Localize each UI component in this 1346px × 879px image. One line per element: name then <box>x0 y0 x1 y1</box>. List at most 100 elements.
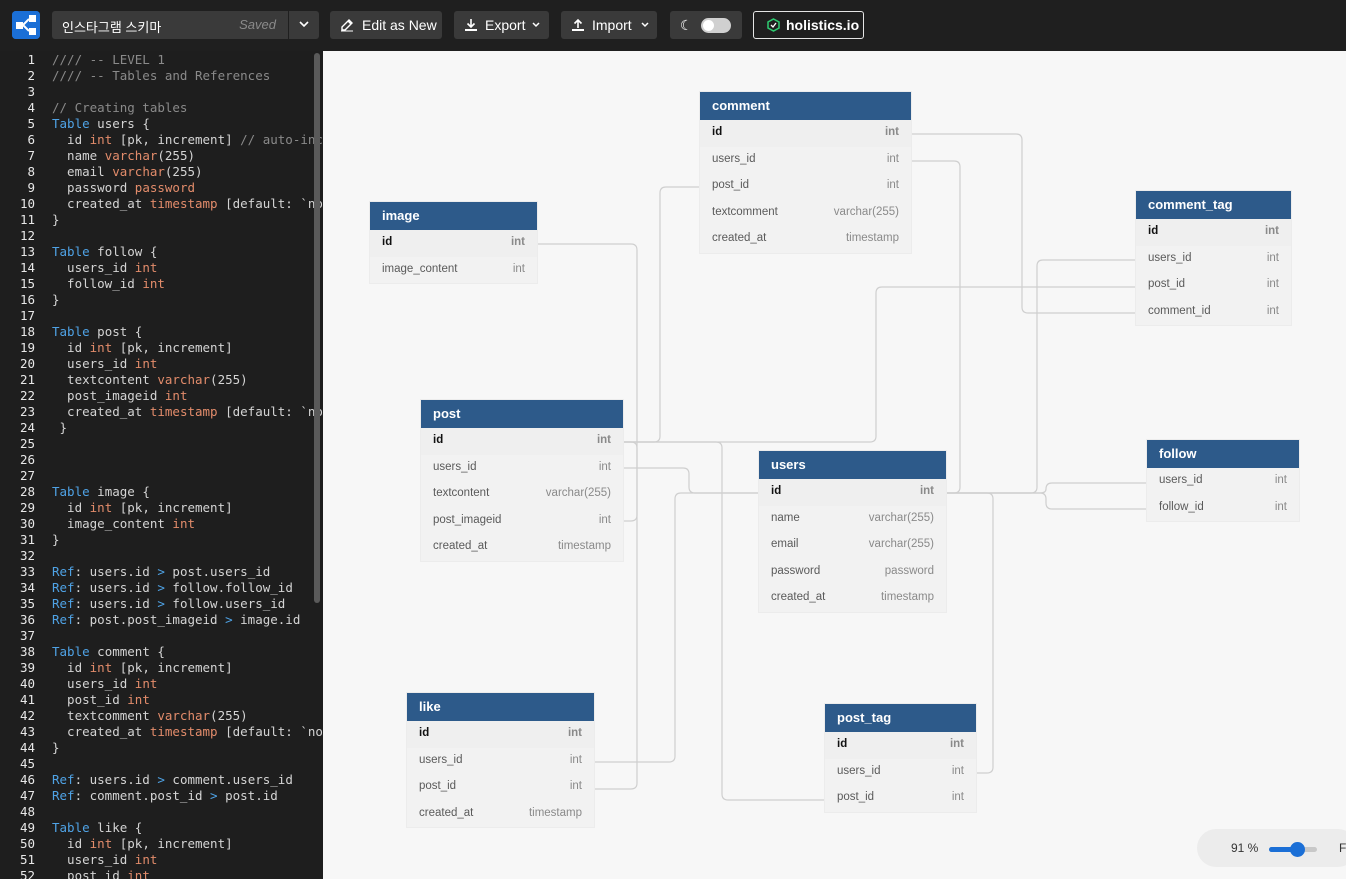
table-header[interactable]: follow <box>1147 440 1299 468</box>
line-number: 1 <box>27 52 35 67</box>
field-type: int <box>1264 225 1279 237</box>
line-number: 37 <box>19 628 35 643</box>
dark-mode-toggle[interactable]: ☾ <box>670 11 742 39</box>
field-type: int <box>884 126 899 138</box>
table-header[interactable]: comment <box>700 92 911 120</box>
dbdiagram-logo-icon[interactable] <box>12 11 40 39</box>
code-token: follow_id <box>52 276 143 291</box>
dark-mode-switch[interactable] <box>701 18 731 33</box>
line-number: 23 <box>19 404 35 419</box>
code-token: id <box>52 340 90 355</box>
line-number: 34 <box>19 580 35 595</box>
line-number: 48 <box>19 804 35 819</box>
holistics-link[interactable]: holistics.io <box>753 11 864 39</box>
table-header[interactable]: image <box>370 202 537 230</box>
code-token: Ref <box>52 564 75 579</box>
field-name: id <box>771 485 782 497</box>
zoom-slider-thumb[interactable] <box>1290 842 1305 857</box>
field-type: int <box>1274 474 1287 486</box>
code-token: //// -- LEVEL 1 <box>52 52 165 67</box>
code-token: password <box>134 180 196 195</box>
line-number: 43 <box>19 724 35 739</box>
diagram-title: 인스타그램 스키마 <box>62 20 162 35</box>
code-token: : users.id <box>74 580 158 595</box>
save-status: Saved <box>239 17 276 32</box>
table-header[interactable]: like <box>407 693 594 721</box>
code-text: } <box>52 212 60 228</box>
edit-as-new-button[interactable]: Edit as New <box>330 11 442 39</box>
table-header[interactable]: users <box>759 451 946 479</box>
code-token: // Creating tables <box>52 100 188 115</box>
fit-button[interactable]: F <box>1339 841 1346 855</box>
code-token: varchar <box>157 372 211 387</box>
import-button[interactable]: Import <box>561 11 657 39</box>
field-name: password <box>771 564 821 577</box>
code-text: users_id int <box>52 356 157 372</box>
field-type: int <box>510 236 525 248</box>
chevron-down-icon <box>532 22 540 28</box>
code-token: int <box>89 500 113 515</box>
code-token: int <box>134 852 158 867</box>
code-text: password password <box>52 180 195 196</box>
title-dropdown-button[interactable] <box>289 11 319 39</box>
field-type: int <box>1266 304 1279 317</box>
code-text: textcontent varchar(255) <box>52 372 248 388</box>
table-header[interactable]: comment_tag <box>1136 191 1291 219</box>
code-token: varchar <box>104 148 158 163</box>
field-name: id <box>1148 225 1159 237</box>
code-token: int <box>89 836 113 851</box>
diagram-title-field[interactable]: 인스타그램 스키마 Saved <box>52 11 288 39</box>
code-text: post_imageid int <box>52 388 187 404</box>
line-number: 38 <box>19 644 35 659</box>
table-field-row[interactable]: id int <box>1136 219 1291 246</box>
code-token: post { <box>89 324 143 339</box>
export-button[interactable]: Export <box>454 11 549 39</box>
line-number: 40 <box>19 676 35 691</box>
code-token: > <box>157 564 165 579</box>
table-header[interactable]: post_tag <box>825 704 976 732</box>
chevron-down-icon <box>299 21 309 28</box>
table-header[interactable]: post <box>421 400 623 428</box>
field-name: created_at <box>433 540 488 553</box>
code-token: : users.id <box>74 596 158 611</box>
editor-scrollbar[interactable] <box>314 53 320 603</box>
